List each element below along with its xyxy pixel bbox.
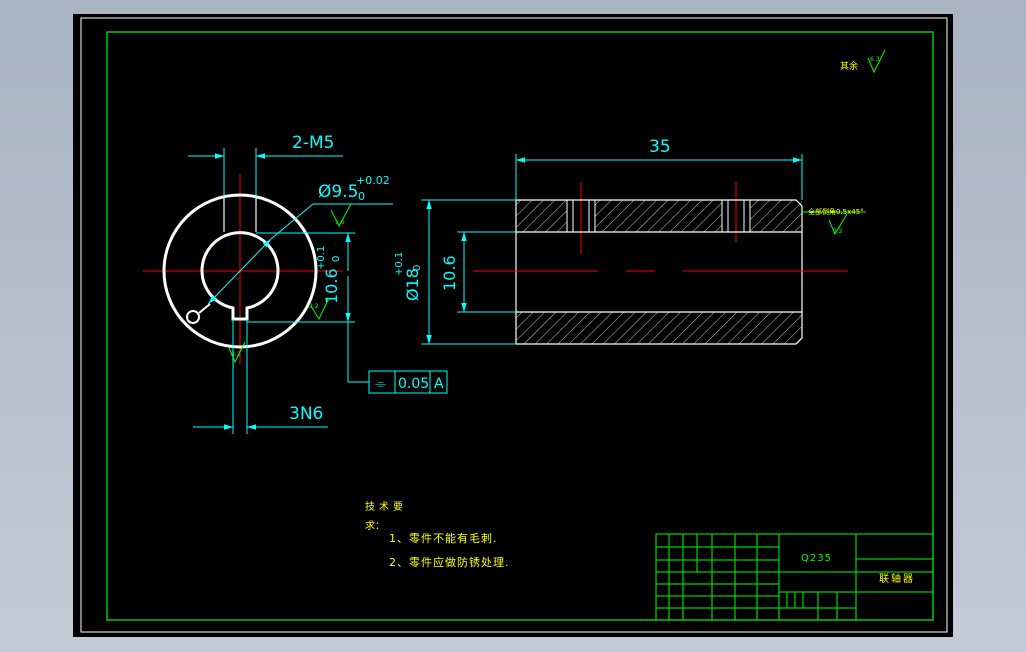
keyway-width-text: 3N6 [289, 404, 323, 424]
title-block [655, 533, 934, 621]
roughness-other-value: 6.3 [870, 56, 880, 63]
tolerance-value: 0.05 [398, 376, 429, 392]
keyway-tol-upper: +0.1 [316, 246, 327, 270]
chamfer-note: 全部倒角0.5x45° [808, 207, 864, 216]
drawing-frame [106, 31, 934, 621]
bore-dia-dim-line [207, 238, 272, 305]
bore-dia-text: Ø9.5 [318, 182, 358, 202]
cad-viewport[interactable]: 其余 6.3 Ø9.5 +0.02 0 1.6 2-M5 [73, 14, 953, 637]
side-view: 35 Ø18 +0.1 0 10.6 全部倒角0.5x45° 3.2 [394, 137, 866, 345]
length-text: 35 [649, 137, 671, 157]
drawing-canvas: 其余 6.3 Ø9.5 +0.02 0 1.6 2-M5 [80, 17, 948, 633]
roughness-symbol-icon [867, 49, 886, 74]
tech-item-2: 2、零件应做防锈处理. [389, 555, 510, 569]
technical-requirements: 技术要 求： 1、零件不能有毛刺. 2、零件应做防锈处理. [365, 500, 510, 569]
roughness-keyway-value: 3.2 [309, 303, 319, 310]
roughness-other-note: 其余 6.3 [840, 49, 886, 74]
outer-circle [162, 193, 318, 349]
keyway-depth-text: 10.6 [322, 268, 341, 304]
roughness-bottom-value: 3.2 [231, 351, 241, 358]
roughness-other-label: 其余 [840, 60, 858, 72]
part-name-text: 联轴器 [879, 572, 915, 585]
roughness-bottom-icon [228, 341, 246, 364]
bore-tol-lower: 0 [358, 190, 365, 203]
roughness-chamfer-icon [828, 213, 848, 236]
roughness-bore-icon [330, 203, 352, 228]
geometric-tolerance-frame: ⌯ 0.05 A [368, 370, 448, 394]
roughness-keyway-icon [310, 297, 330, 321]
datum-leader [198, 303, 211, 314]
bottom-wall-hatch [516, 312, 802, 344]
tech-title-line2: 求： [365, 520, 385, 532]
datum-label: A [434, 376, 444, 392]
keyway-tol-lower: 0 [331, 256, 342, 262]
roughness-chamfer-value: 3.2 [833, 228, 843, 235]
bore-tol-upper: +0.02 [356, 174, 390, 187]
roughness-bore-value: 1.6 [335, 219, 345, 226]
datum-circle-icon [186, 310, 200, 324]
material-text: Q235 [801, 553, 832, 564]
paper-border [80, 17, 948, 633]
front-view: Ø9.5 +0.02 0 1.6 2-M5 10.6 +0.1 0 3.2 3.… [143, 133, 448, 434]
inner-dim-text: 10.6 [440, 255, 459, 291]
hole-note-text: 2-M5 [292, 133, 334, 153]
top-wall-hatch [516, 200, 802, 232]
symmetry-icon: ⌯ [375, 376, 386, 392]
outer-tol-lower: 0 [412, 265, 423, 271]
tech-title-line1: 技术要 [365, 500, 407, 513]
outer-dia-text: Ø18 [403, 268, 422, 301]
outer-tol-upper: +0.1 [394, 252, 405, 276]
tech-item-1: 1、零件不能有毛刺. [389, 531, 498, 545]
